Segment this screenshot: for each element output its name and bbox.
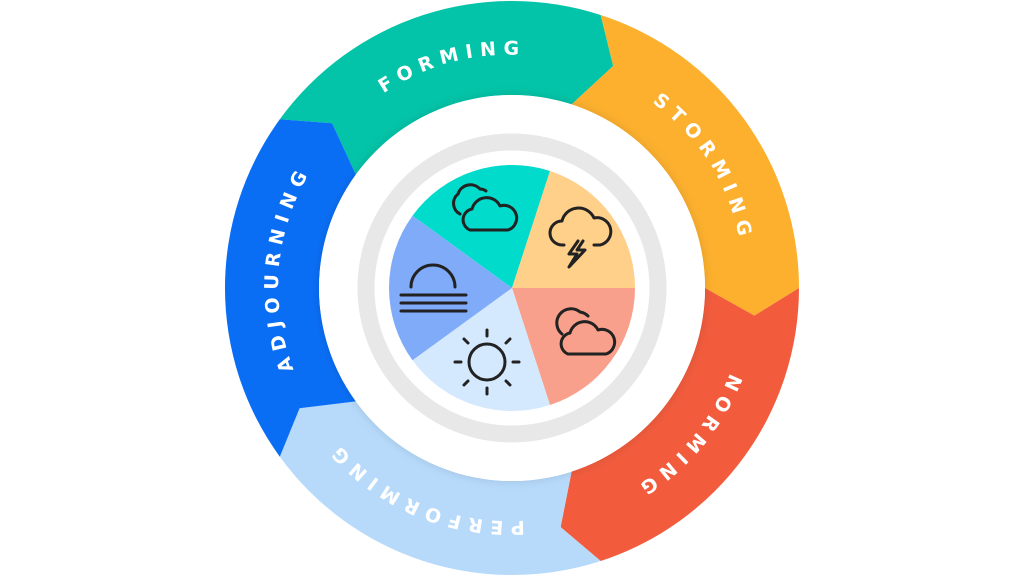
pie-slice-performing (412, 288, 550, 412)
pie-slice-forming (412, 164, 550, 288)
gray-ring (357, 133, 667, 443)
stage-arrow-storming (571, 15, 799, 316)
sun-icon (453, 328, 521, 396)
pie-slice-norming (512, 288, 635, 405)
thunderstorm-icon (548, 206, 613, 269)
pie-slice-storming (512, 171, 635, 288)
stage-arrow-norming (560, 288, 799, 561)
stage-arrow-adjourning (224, 119, 356, 457)
stage-arrow-forming (279, 0, 614, 175)
fog-icon (399, 263, 468, 313)
weather-pie (389, 164, 635, 412)
partly-cloudy-icon (555, 307, 617, 356)
outer-arrow-ring (224, 0, 799, 576)
clouds-icon (452, 183, 519, 232)
pie-slice-adjourning (389, 215, 512, 361)
stage-arrow-performing (279, 401, 601, 576)
